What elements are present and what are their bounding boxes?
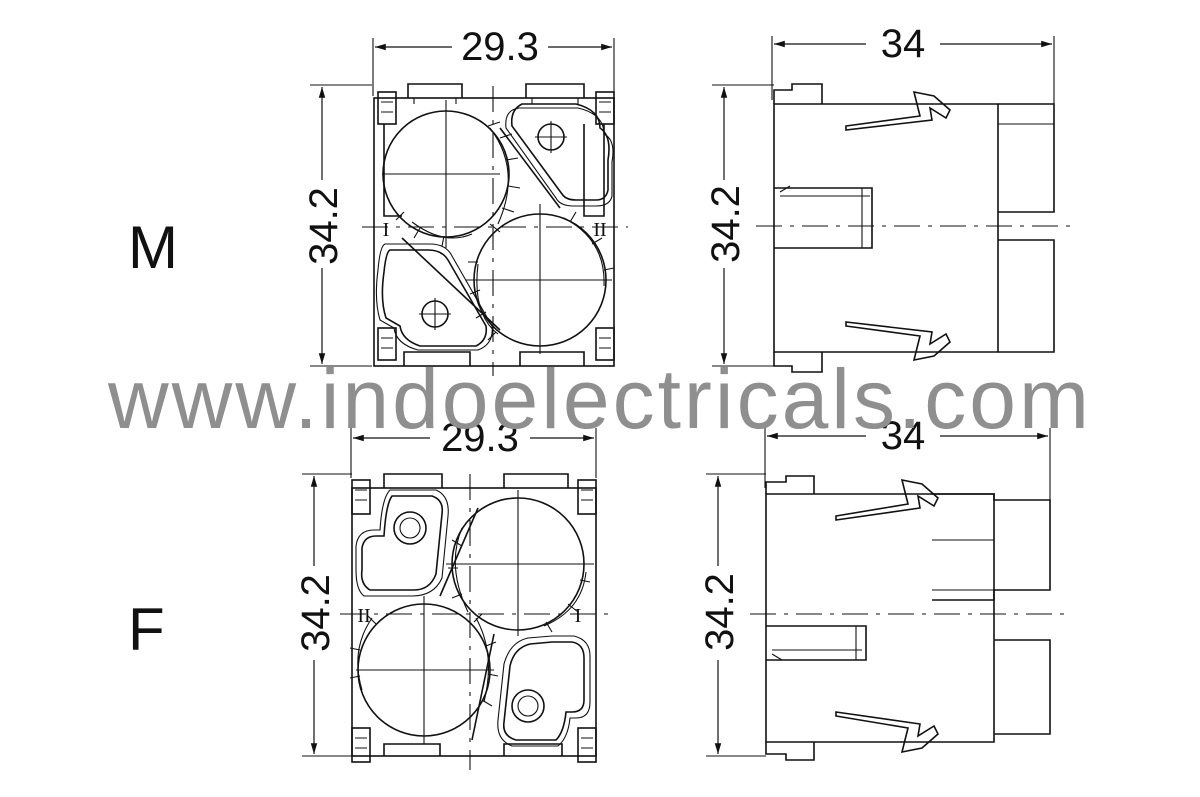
- m-front-view: 29.3 34.2: [302, 25, 628, 376]
- f-front-view: 29.3 34.2: [294, 416, 608, 770]
- m-front-width-dimension: 29.3: [461, 25, 539, 69]
- row-label-f: F: [128, 596, 165, 663]
- f-front-mark-right: I: [575, 605, 582, 627]
- f-side-height-dimension: 34.2: [698, 573, 742, 651]
- f-front-mark-left: II: [357, 605, 370, 627]
- m-front-mark-left: I: [383, 219, 390, 241]
- f-front-width-dimension: 29.3: [441, 416, 519, 460]
- f-side-width-dimension: 34: [881, 414, 926, 458]
- m-front-height-dimension: 34.2: [302, 187, 346, 265]
- watermark: www.indoelectricals.com: [107, 352, 1092, 446]
- m-side-view: 34 34.2: [704, 22, 1070, 373]
- row-label-m: M: [128, 214, 178, 281]
- f-side-view: 34 34.2: [698, 414, 1066, 761]
- m-front-mark-right: II: [593, 219, 606, 241]
- m-side-height-dimension: 34.2: [704, 185, 748, 263]
- f-front-height-dimension: 34.2: [294, 574, 338, 652]
- m-side-width-dimension: 34: [881, 22, 926, 66]
